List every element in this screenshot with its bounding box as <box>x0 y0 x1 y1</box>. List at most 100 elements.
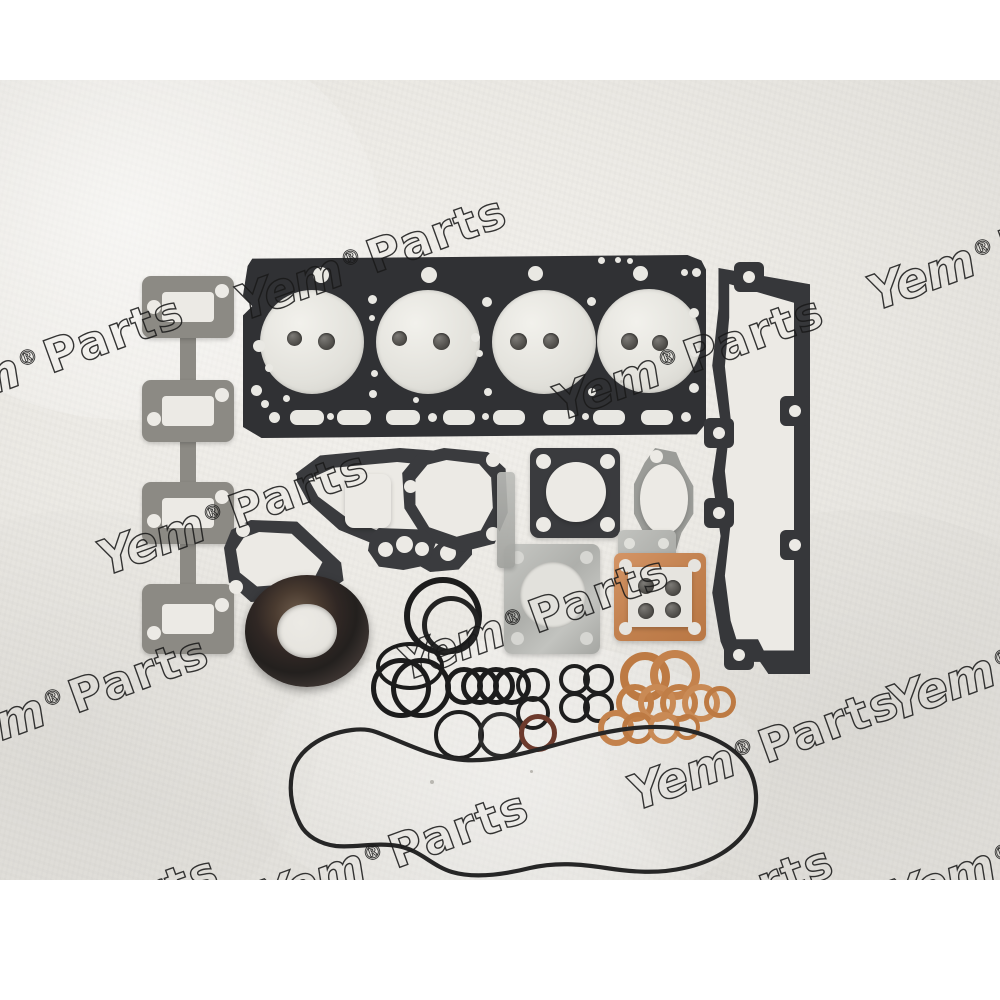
bolt-hole <box>368 295 377 304</box>
bolt-hole <box>484 388 492 396</box>
thermostat-window <box>640 464 688 534</box>
manifold-window <box>162 604 214 634</box>
valve-relief-dot <box>510 333 527 350</box>
bolt-hole <box>789 405 801 417</box>
bolt-hole <box>624 538 635 549</box>
valve-relief-dot <box>392 331 407 346</box>
bolt-hole <box>440 545 456 561</box>
bolt-hole <box>369 390 377 398</box>
bolt-hole <box>486 527 500 541</box>
coolant-slot <box>386 410 420 425</box>
valve-cover-tab <box>780 396 810 426</box>
metal-flange-bore <box>520 562 586 628</box>
coolant-slot <box>641 410 673 425</box>
bolt-hole <box>733 649 745 661</box>
valve-cover-window <box>724 284 794 651</box>
valve-cover-tab <box>704 418 734 448</box>
bolt-hole <box>486 453 500 467</box>
watermark-yem-parts: Yem®Parts <box>0 843 227 880</box>
bolt-hole <box>327 413 334 420</box>
bolt-hole <box>627 258 633 264</box>
part-oil-pan-gasket <box>288 724 759 878</box>
watermark-brand: Yem <box>0 342 28 434</box>
bolt-hole <box>215 598 229 612</box>
bolt-hole <box>371 370 378 377</box>
o-ring-small <box>583 664 614 695</box>
manifold-port <box>142 482 234 544</box>
copper-washer <box>704 686 736 718</box>
coolant-slot <box>543 410 575 425</box>
watermark-yem-parts: Yem®Parts <box>879 778 1000 880</box>
bolt-hole <box>713 507 725 519</box>
coolant-slot <box>443 410 475 425</box>
bolt-hole <box>265 364 273 372</box>
valve-relief-dot <box>287 331 302 346</box>
bolt-hole <box>253 340 265 352</box>
bolt-hole <box>615 257 621 263</box>
bolt-hole <box>261 400 269 408</box>
bolt-hole <box>536 454 551 469</box>
bolt-hole <box>215 284 229 298</box>
bolt-hole <box>619 622 632 635</box>
bolt-hole <box>421 267 437 283</box>
bolt-hole <box>413 397 419 403</box>
part-side-metal-gasket <box>497 472 515 568</box>
timing-cover-port <box>345 474 391 528</box>
bolt-hole <box>743 271 755 283</box>
square-flange-window <box>546 462 606 522</box>
bolt-hole <box>633 266 648 281</box>
manifold-window <box>162 498 214 528</box>
port-hole <box>415 542 429 556</box>
bolt-hole <box>428 413 437 422</box>
copper-plate-window <box>628 567 692 627</box>
bolt-hole <box>600 454 615 469</box>
injector-dot <box>665 580 681 596</box>
coolant-slot <box>493 410 525 425</box>
valve-cover-tab <box>780 530 810 560</box>
bolt-hole <box>587 297 596 306</box>
bolt-hole <box>369 315 375 321</box>
bolt-hole <box>229 580 243 594</box>
bolt-hole <box>471 333 480 342</box>
coolant-slot <box>593 410 625 425</box>
manifold-bridge <box>180 538 196 590</box>
valve-cover-tab <box>734 262 764 292</box>
bolt-hole <box>476 350 483 357</box>
manifold-port <box>142 276 234 338</box>
bolt-hole <box>598 257 605 264</box>
valve-cover-tab <box>724 640 754 670</box>
bolt-hole <box>690 347 700 357</box>
bolt-hole <box>215 490 229 504</box>
bolt-hole <box>689 308 699 318</box>
registered-mark-icon: ® <box>39 682 68 713</box>
part-crankshaft-oil-seal <box>245 575 369 687</box>
manifold-port <box>142 584 234 654</box>
bolt-hole <box>681 412 691 422</box>
valve-relief-dot <box>621 333 638 350</box>
bolt-hole <box>269 412 280 423</box>
bolt-hole <box>236 523 250 537</box>
part-exhaust-manifold-gasket <box>142 276 234 668</box>
port-hole <box>378 542 393 557</box>
registered-mark-icon: ® <box>989 837 1000 868</box>
bolt-hole <box>600 517 615 532</box>
registered-mark-icon: ® <box>14 342 43 373</box>
bolt-hole <box>313 267 329 283</box>
bolt-hole <box>147 626 161 640</box>
valve-relief-dot <box>652 335 668 351</box>
bolt-hole <box>215 388 229 402</box>
manifold-port <box>142 380 234 442</box>
watermark-yem-parts: Yem®Parts <box>859 173 1000 324</box>
bolt-hole <box>482 297 492 307</box>
gasket-set-photograph: Yem®PartsYem®PartsYem®PartsYem®PartsYem®… <box>0 80 1000 880</box>
valve-relief-dot <box>433 333 450 350</box>
o-ring-large <box>422 596 480 654</box>
coolant-slot <box>290 410 324 425</box>
bolt-hole <box>580 551 593 564</box>
bolt-hole <box>789 539 801 551</box>
valve-relief-dot <box>318 333 335 350</box>
valve-cover-tab <box>704 498 734 528</box>
watermark-brand: Yem <box>859 232 983 324</box>
port-hole <box>396 536 413 553</box>
cylinder-bore <box>260 290 364 394</box>
